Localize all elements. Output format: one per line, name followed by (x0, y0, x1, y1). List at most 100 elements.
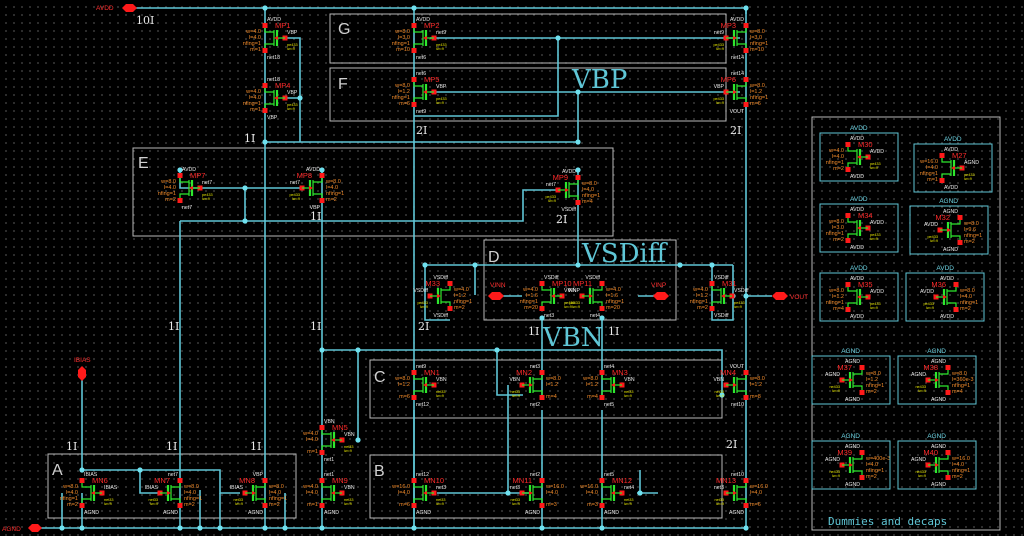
drain-pin[interactable] (319, 425, 325, 430)
drain-pin[interactable] (743, 478, 749, 483)
drain-pin[interactable] (411, 478, 417, 483)
port-vinp-icon[interactable] (653, 292, 669, 300)
block-d[interactable] (483, 239, 677, 321)
port-agnd-icon[interactable] (28, 524, 42, 532)
device-mp9[interactable]: MP9w=8.0l=4.0nfing=1m=4AVDDVSDiffnet7pe4… (545, 169, 600, 213)
source-pin[interactable] (743, 395, 749, 400)
source-pin[interactable] (939, 178, 945, 183)
source-pin[interactable] (859, 390, 865, 395)
port-ibias-icon[interactable] (78, 366, 86, 381)
drain-pin[interactable] (599, 281, 605, 286)
source-pin[interactable] (262, 108, 268, 113)
source-pin[interactable] (177, 198, 183, 203)
source-pin[interactable] (945, 390, 951, 395)
drain-pin[interactable] (859, 450, 865, 455)
source-pin[interactable] (411, 395, 417, 400)
device-mp11[interactable]: MP11w=4.0l=1.6nfing=1m=20VSDiffnet4VINPp… (568, 275, 624, 319)
drain-pin[interactable] (262, 23, 268, 28)
device-mp2[interactable]: MP2w=8.0l=3.0nfing=1m=10AVDDnet6net9pe43… (392, 17, 447, 61)
device-m40[interactable]: M40w=16.0l=4.0nfing=1m=2AGNDAGNDAGNDne43… (897, 433, 977, 490)
source-pin[interactable] (743, 102, 749, 107)
wire-avdd-rail[interactable] (128, 7, 747, 14)
device-m32[interactable]: M32w=8.0l=9.6nfing=1m=2AGNDAGNDAVDDpe433… (909, 198, 989, 255)
wire-net9[interactable] (414, 37, 740, 117)
source-pin[interactable] (845, 238, 851, 243)
drain-pin[interactable] (845, 142, 851, 147)
drain-pin[interactable] (953, 282, 959, 287)
drain-pin[interactable] (262, 478, 268, 483)
wire-a-taps[interactable] (61, 490, 286, 528)
drain-pin[interactable] (411, 23, 417, 28)
wire-vbp-node[interactable] (265, 98, 578, 143)
source-pin[interactable] (319, 198, 325, 203)
wire-e-net7[interactable] (179, 170, 560, 222)
device-mp8[interactable]: MP8w=8.0l=4.0nfing=1m=2AVDDVBPnet7pe433l… (289, 167, 344, 211)
device-mp6[interactable]: MP6w=8.0l=1.2nfing=1m=6net14VOUTVBPpe433… (713, 71, 768, 115)
source-pin[interactable] (599, 395, 605, 400)
source-pin[interactable] (743, 48, 749, 53)
source-pin[interactable] (743, 503, 749, 508)
source-pin[interactable] (411, 48, 417, 53)
wire-b-gates[interactable] (437, 385, 658, 494)
drain-pin[interactable] (319, 173, 325, 178)
drain-pin[interactable] (845, 282, 851, 287)
device-m30[interactable]: M30w=4.0l=4.0nfing=1m=2AVDDAVDDAVDDpe433… (819, 125, 899, 182)
drain-pin[interactable] (177, 478, 183, 483)
source-pin[interactable] (953, 307, 959, 312)
device-mn8[interactable]: MN8w=8.0l=4.0nfing=1m=2VBPAGNDIBIASnet33… (230, 472, 287, 516)
wire-mp3-vout[interactable] (745, 8, 772, 528)
drain-pin[interactable] (945, 450, 951, 455)
source-pin[interactable] (262, 48, 268, 53)
source-pin[interactable] (411, 102, 417, 107)
drain-pin[interactable] (743, 77, 749, 82)
source-pin[interactable] (177, 503, 183, 508)
device-m37[interactable]: M37w=8.0l=1.2nfing=1m=2AGNDAGNDAGNDne433… (811, 348, 891, 405)
block-a[interactable] (47, 453, 297, 519)
device-m38[interactable]: M38w=8.0l=360e-3nfing=1m=4AGNDAGNDAGNDne… (897, 348, 977, 405)
source-pin[interactable] (319, 503, 325, 508)
device-m33[interactable]: M33w=4.0l=1.2nfing=1m=2VSDiffVSDiffVSDif… (413, 275, 472, 319)
device-mp1[interactable]: MP1w=4.0l=4.0nfing=1m=1AVDDnet18VBPpe433… (243, 17, 298, 61)
source-pin[interactable] (599, 503, 605, 508)
source-pin[interactable] (79, 503, 85, 508)
block-b[interactable] (369, 454, 723, 519)
device-mp5[interactable]: MP5w=8.0l=1.2nfing=1m=6net6net9VBPpe433l… (392, 71, 447, 115)
port-vinn-icon[interactable] (488, 292, 504, 300)
drain-pin[interactable] (262, 83, 268, 88)
source-pin[interactable] (945, 475, 951, 480)
device-mp4[interactable]: MP4w=4.0l=4.0nfing=1m=1net18VBPVBPpe433l… (243, 77, 298, 121)
source-pin[interactable] (539, 395, 545, 400)
source-pin[interactable] (709, 306, 715, 311)
source-pin[interactable] (539, 306, 545, 311)
drain-pin[interactable] (709, 281, 715, 286)
drain-pin[interactable] (79, 478, 85, 483)
drain-pin[interactable] (411, 370, 417, 375)
drain-pin[interactable] (177, 173, 183, 178)
device-m27[interactable]: M27w=16.0l=4.0nfing=1m=1AVDDAVDDAGNDpe43… (913, 136, 993, 193)
device-m34[interactable]: M34w=8.0l=3.0nfing=1m=2AVDDAVDDAVDDpe433… (819, 196, 899, 253)
drain-pin[interactable] (945, 365, 951, 370)
source-pin[interactable] (859, 475, 865, 480)
device-mp10[interactable]: MP10w=4.0l=1.6nfing=1m=20VSDiffnet3VINNp… (520, 275, 577, 319)
drain-pin[interactable] (411, 77, 417, 82)
drain-pin[interactable] (319, 478, 325, 483)
device-m31[interactable]: M31w=4.0l=1.2nfing=1m=2VSDiffVSDiffVSDif… (690, 275, 749, 319)
port-avdd-icon[interactable] (122, 4, 137, 12)
drain-pin[interactable] (539, 281, 545, 286)
device-mp3[interactable]: MP3w=8.0l=3.0nfing=1m=10AVDDnet14net9pe4… (713, 17, 768, 61)
drain-pin[interactable] (575, 175, 581, 180)
drain-pin[interactable] (539, 478, 545, 483)
source-pin[interactable] (319, 450, 325, 455)
source-pin[interactable] (845, 307, 851, 312)
